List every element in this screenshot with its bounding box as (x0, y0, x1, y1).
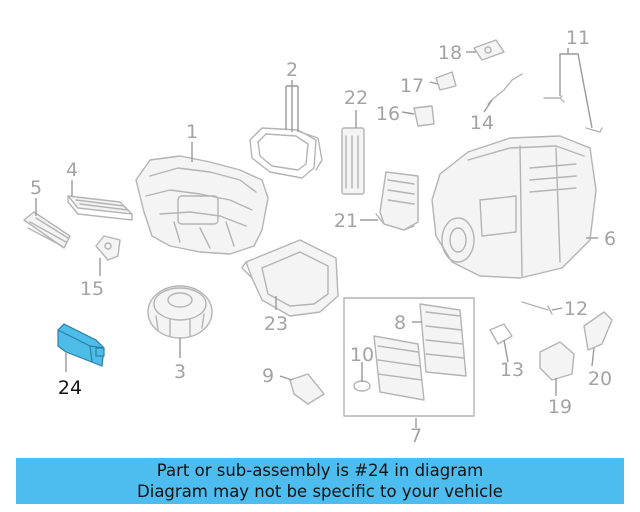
part-7-group-box (343, 297, 475, 417)
part-8-evaporator (419, 303, 467, 377)
callout-12: 12 (564, 298, 588, 320)
callout-19: 19 (548, 396, 572, 418)
callout-14: 14 (470, 112, 494, 134)
callout-2: 2 (286, 59, 298, 81)
callout-6: 6 (604, 228, 616, 250)
callout-21: 21 (334, 210, 358, 232)
part-12-sensor (521, 301, 553, 315)
callout-11: 11 (566, 27, 590, 49)
part-3-blower (147, 285, 213, 339)
callout-10: 10 (350, 344, 374, 366)
callout-7: 7 (410, 425, 422, 447)
caption-banner: Part or sub-assembly is #24 in diagram D… (16, 458, 624, 504)
part-1-housing (135, 155, 269, 255)
part-2-gasket (249, 127, 323, 179)
part-24-module (57, 323, 105, 367)
callout-22: 22 (344, 87, 368, 109)
part-15-actuator (95, 235, 121, 261)
callout-17: 17 (400, 75, 424, 97)
part-17-actuator (435, 71, 457, 91)
leader-lines (35, 48, 598, 428)
callout-16: 16 (376, 103, 400, 125)
callout-9: 9 (262, 365, 274, 387)
callout-24: 24 (58, 377, 82, 399)
part-20-actuator (583, 311, 613, 351)
caption-line-2: Diagram may not be specific to your vehi… (137, 482, 503, 501)
part-4-filter (67, 195, 133, 221)
part-18-actuator (473, 39, 505, 61)
part-11-sensors (543, 95, 603, 133)
callout-labels: 2 1 4 5 15 3 24 23 22 21 16 17 18 14 11 … (30, 27, 616, 447)
part-14-hose (487, 73, 523, 105)
callout-20: 20 (588, 368, 612, 390)
part-22-core (341, 127, 365, 195)
callout-1: 1 (186, 121, 198, 143)
caption-line-1: Part or sub-assembly is #24 in diagram (156, 461, 484, 480)
part-13-hose (489, 323, 513, 345)
callout-18: 18 (438, 42, 462, 64)
callout-23: 23 (264, 313, 288, 335)
callout-3: 3 (174, 361, 186, 383)
callout-5: 5 (30, 177, 42, 199)
callout-13: 13 (500, 359, 524, 381)
callout-4: 4 (66, 159, 78, 181)
callout-15: 15 (80, 278, 104, 300)
callout-8: 8 (394, 312, 406, 334)
part-23-cover (241, 239, 339, 317)
part-19-actuator (539, 341, 575, 381)
part-9-grommet (289, 373, 325, 405)
part-16-actuator (413, 105, 435, 127)
part-21-bracket (375, 171, 419, 231)
part-5-cover (23, 211, 71, 249)
part-6-hvac-unit (431, 135, 597, 279)
